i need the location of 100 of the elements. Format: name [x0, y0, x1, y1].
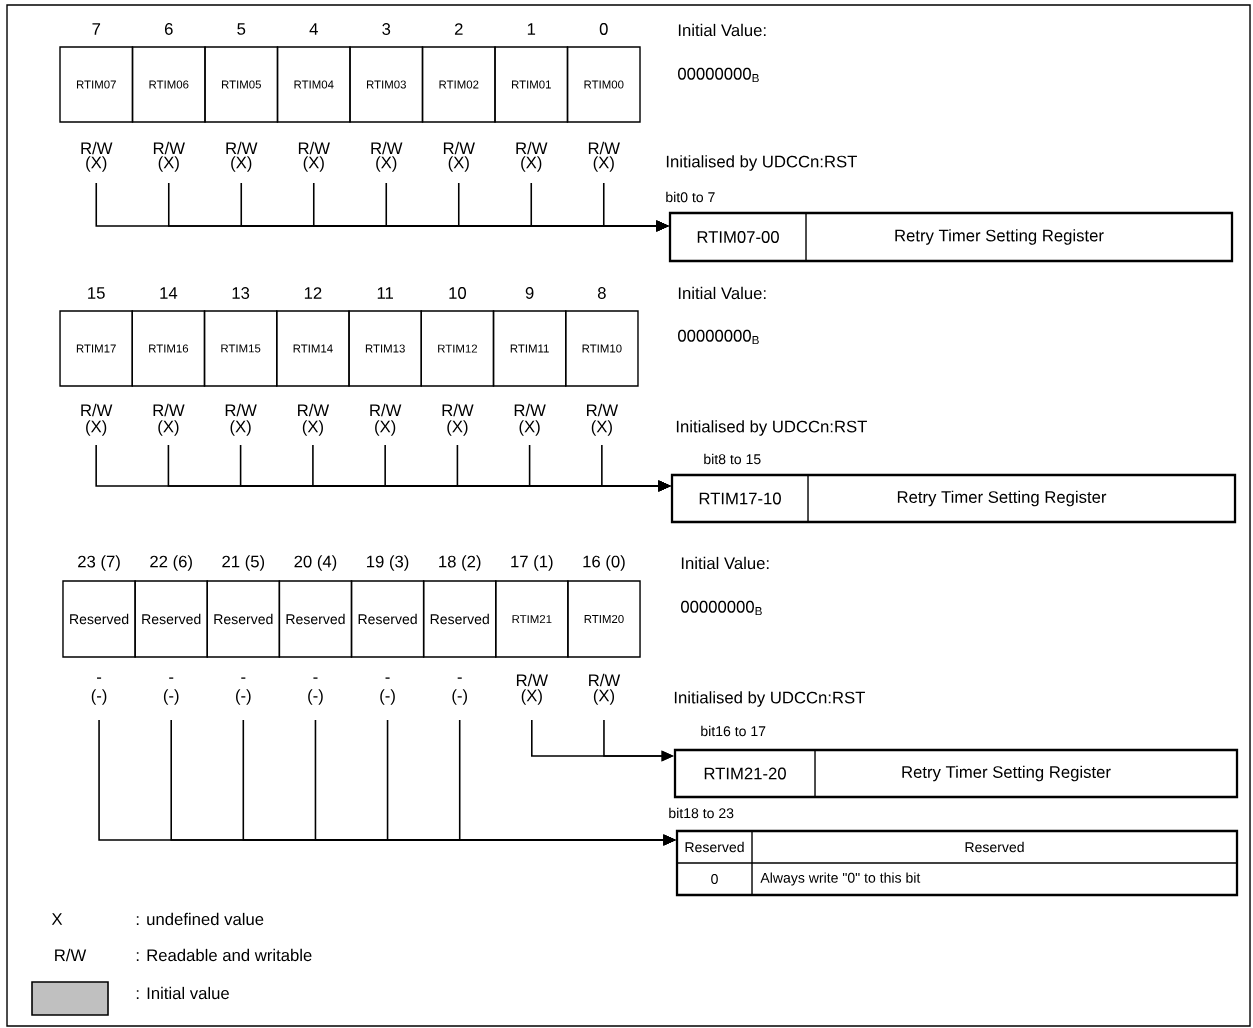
reset-value-label: (X) — [521, 156, 542, 172]
bit-number: 9 — [525, 287, 534, 299]
reset-note: Initialised by UDCCn:RST — [676, 420, 867, 436]
access-label: R/W — [588, 141, 620, 155]
bit-cell: RTIM06 — [131, 46, 206, 123]
access-label: - — [241, 677, 246, 679]
reset-value-label: (X) — [591, 420, 612, 436]
reset-value-label: (-) — [452, 689, 467, 705]
reset-value-label: (X) — [86, 420, 107, 436]
bit-cell: RTIM12 — [420, 310, 495, 387]
field-label: Initial Value: — [678, 23, 766, 37]
bit-cell: RTIM13 — [348, 310, 422, 387]
reset-value-label: (-) — [308, 689, 323, 705]
bit-number: 16 (0) — [583, 555, 625, 571]
access-label: R/W — [371, 141, 403, 155]
reset-value-label: (X) — [86, 156, 107, 172]
bit-number: 12 — [304, 287, 322, 299]
bit-cell: Reserved — [278, 580, 353, 658]
access-label: R/W — [442, 403, 474, 417]
access-label: R/W — [516, 141, 548, 155]
reset-value-label: (X) — [519, 420, 540, 436]
bit-number: 22 (6) — [150, 555, 192, 571]
bit-number: 7 — [92, 23, 101, 35]
bit-number: 8 — [597, 287, 606, 299]
reset-value-label: (-) — [163, 689, 179, 705]
bit-number: 6 — [164, 23, 173, 35]
bit-cell: Reserved — [422, 580, 497, 658]
bit-number: 11 — [377, 287, 393, 299]
access-label: R/W — [587, 403, 619, 417]
bit-range-label: bit16 to 17 — [701, 725, 766, 737]
bit-cell: RTIM20 — [567, 580, 641, 658]
bit-cell: RTIM10 — [565, 310, 639, 387]
reset-note: Initialised by UDCCn:RST — [666, 155, 857, 171]
register-table: RTIM17-10 Retry Timer Setting Register — [670, 473, 1237, 524]
legend-symbol: X — [51, 913, 63, 925]
initial-value: 00000000$_{B}$ — [678, 67, 759, 83]
bit-number: 5 — [237, 23, 246, 35]
legend-text: : Readable and writable — [136, 948, 312, 962]
reset-value-label: (X) — [231, 156, 252, 172]
bit-cell: RTIM14 — [276, 310, 350, 387]
register-table: RTIM07-00 Retry Timer Setting Register — [668, 211, 1234, 263]
reset-value-label: (X) — [158, 156, 179, 172]
access-label: R/W — [153, 141, 185, 155]
bit-cell: Reserved — [62, 580, 136, 658]
access-label: - — [385, 677, 390, 679]
reset-value-label: (-) — [91, 689, 107, 705]
reset-value-label: (X) — [375, 420, 396, 436]
bit-cell: RTIM02 — [421, 46, 496, 123]
access-label: R/W — [81, 141, 113, 155]
bit-cell: RTIM16 — [131, 310, 206, 387]
field-label: Initial Value: — [681, 556, 769, 570]
access-label: R/W — [370, 403, 402, 417]
bit-range-label: bit18 to 23 — [669, 807, 734, 819]
bit-number: 15 — [88, 287, 105, 299]
reset-value-label: (X) — [303, 156, 324, 172]
bit-cell: Reserved — [350, 580, 425, 658]
bit-cell: Reserved — [134, 580, 208, 658]
register-table: RTIM21-20 Retry Timer Setting Register — [673, 748, 1239, 799]
bit-cell: RTIM04 — [276, 46, 351, 123]
access-label: - — [169, 677, 174, 679]
reset-value-label: (X) — [521, 689, 542, 705]
bit-cell: RTIM07 — [59, 46, 134, 123]
access-label: - — [97, 677, 102, 679]
bit-number: 13 — [232, 287, 250, 299]
access-label: R/W — [298, 141, 330, 155]
access-label: R/W — [443, 141, 475, 155]
bit-number: 21 (5) — [222, 555, 265, 571]
initial-value: 00000000$_{B}$ — [681, 600, 762, 616]
initial-value: 00000000$_{B}$ — [678, 329, 759, 345]
bit-number: 14 — [160, 287, 178, 299]
bit-cell: RTIM01 — [494, 46, 569, 123]
access-label: - — [457, 677, 462, 679]
bit-number: 10 — [449, 287, 467, 299]
bit-cell: RTIM17 — [59, 310, 133, 387]
access-label: R/W — [226, 141, 258, 155]
bit-range-label: bit0 to 7 — [666, 191, 715, 203]
access-label: R/W — [589, 673, 621, 687]
reset-value-label: (X) — [593, 156, 614, 172]
access-label: - — [313, 677, 318, 679]
reset-value-label: (-) — [380, 689, 395, 705]
bit-number: 20 (4) — [294, 555, 337, 571]
bit-cell: RTIM15 — [203, 310, 278, 387]
access-label: R/W — [153, 403, 185, 417]
access-label: R/W — [514, 403, 546, 417]
legend-symbol: R/W — [55, 948, 87, 962]
reset-value-label: (-) — [236, 689, 251, 705]
bit-number: 0 — [599, 23, 608, 35]
bit-number: 23 (7) — [78, 555, 120, 571]
reset-value-label: (X) — [447, 420, 468, 436]
bit-number: 3 — [382, 23, 391, 35]
reset-value-label: (X) — [448, 156, 469, 172]
bit-range-label: bit8 to 15 — [704, 453, 761, 465]
access-label: R/W — [81, 403, 113, 417]
bit-cell: RTIM21 — [495, 580, 569, 658]
bit-cell: Reserved — [206, 580, 281, 658]
bit-number: 2 — [454, 23, 463, 35]
legend-text: : Initial value — [136, 986, 229, 1000]
access-label: R/W — [225, 403, 257, 417]
bit-cell: RTIM11 — [492, 310, 567, 387]
legend-text: : undefined value — [136, 912, 264, 926]
